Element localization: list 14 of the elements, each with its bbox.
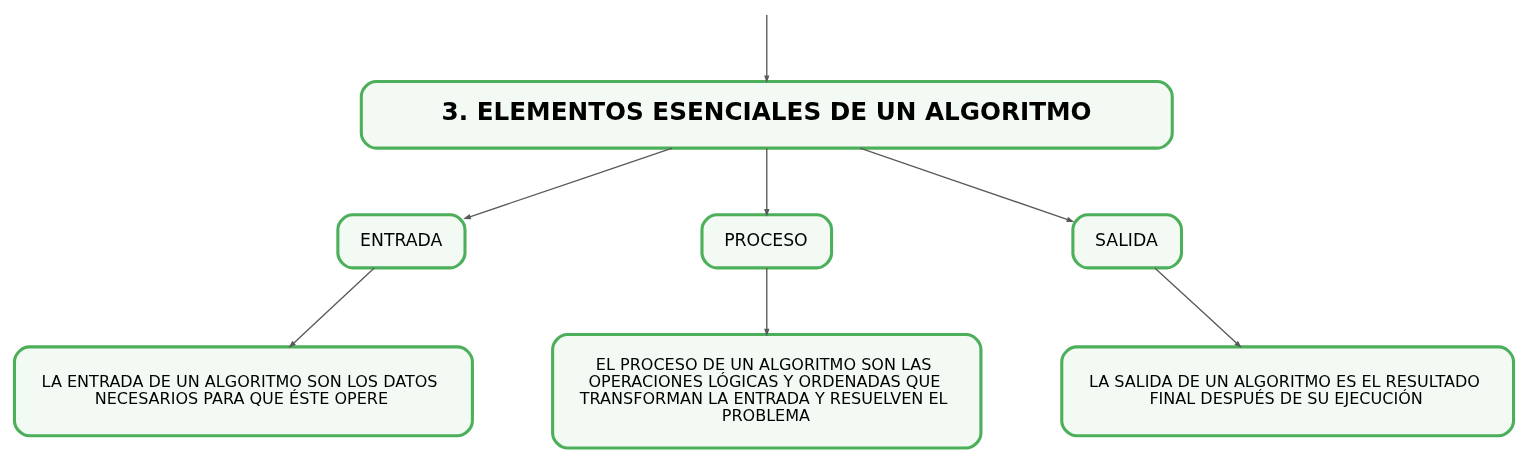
node-box: ENTRADA [335,212,467,269]
arrow [763,266,769,337]
node-box: SALIDA [1070,212,1183,269]
arrow [1153,266,1242,348]
node-box: LA SALIDA DE UN ALGORITMO ES EL RESULTADO FINAL DESPUÉS DE SU EJECUCIÓN [1059,344,1515,437]
node-box: EL PROCESO DE UN ALGORITMO SON LAS OPERACIONES LÓGICAS Y ORDENADAS QUE TRANSFORMAN LA ENTRADA Y RESUELVEN EL PROBLEMA [550,332,982,450]
node-box: PROCESO [699,212,833,269]
arrow [462,146,673,219]
arrow [763,13,769,83]
node-box: LA ENTRADA DE UN ALGORITMO SON LOS DATOS NECESARIOS PARA QUE ÉSTE OPERE [12,344,474,437]
node-box: 3. ELEMENTOS ESENCIALES DE UN ALGORITMO [359,79,1174,150]
arrow [858,146,1074,222]
arrow [763,147,769,217]
arrow [288,266,375,348]
